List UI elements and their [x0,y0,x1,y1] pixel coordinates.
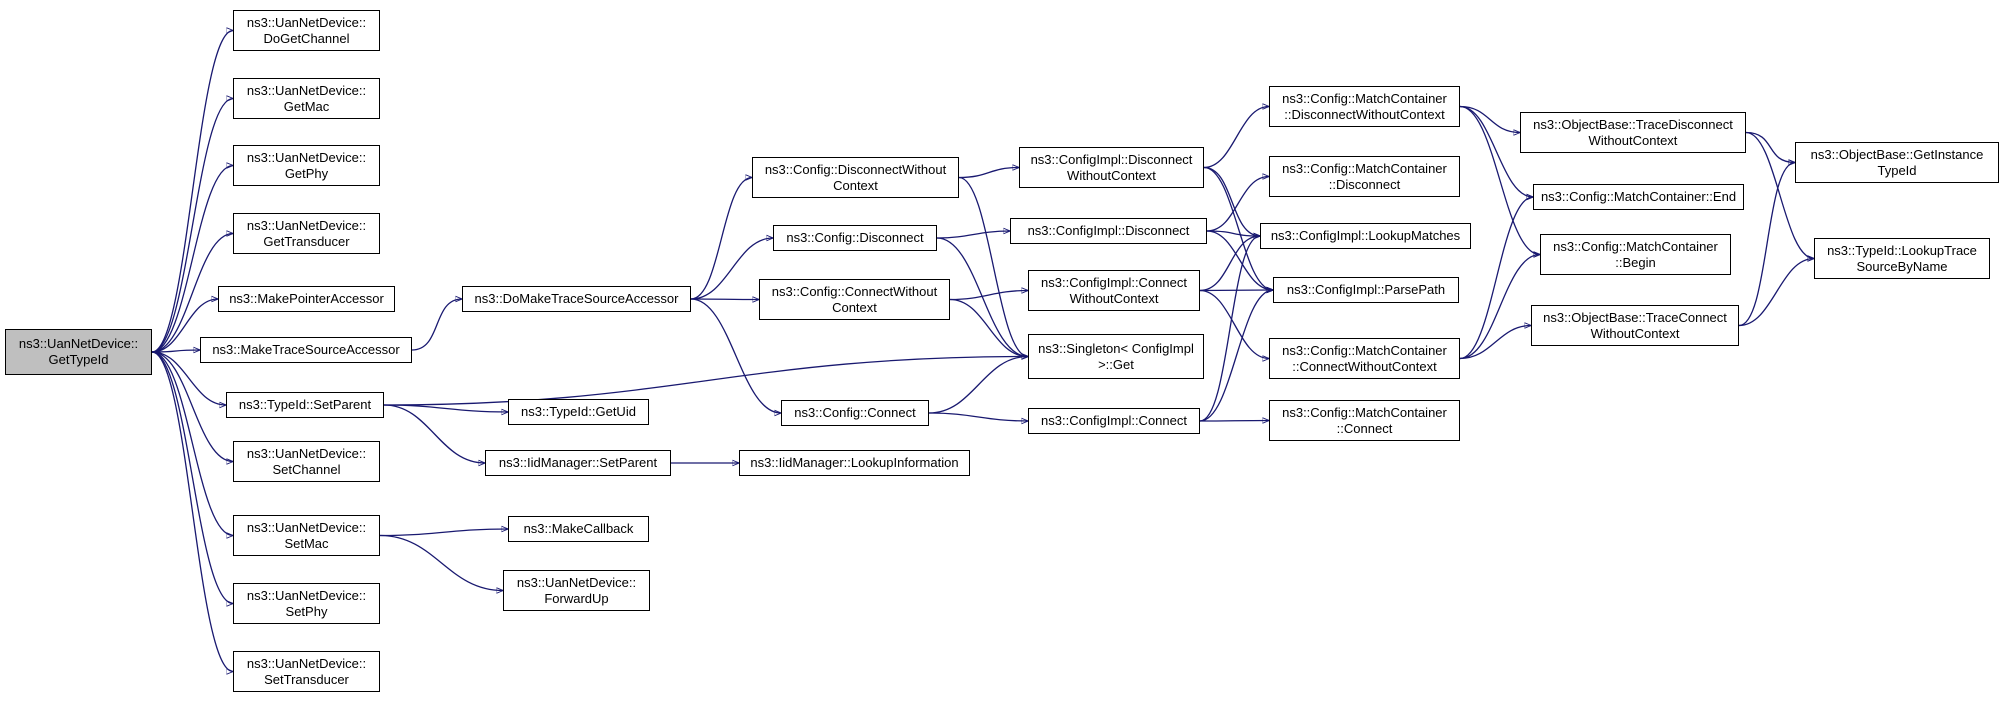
node-cfg-disconnect: ns3::Config::Disconnect [773,225,937,251]
edge-ob-tracedisconnectwc-to-lookuptrace [1745,131,1814,259]
node-lookupmatches: ns3::ConfigImpl::LookupMatches [1260,223,1471,249]
edge-cfg-disconnectwc-to-ci-disconnectwc [958,168,1019,179]
edge-mc-disconnectwc-to-mc-begin [1459,105,1540,255]
edge-mc-connectwc-to-mc-begin [1459,255,1540,360]
node-setchannel: ns3::UanNetDevice:: SetChannel [233,441,380,482]
node-root: ns3::UanNetDevice:: GetTypeId [5,329,152,375]
node-ob-traceconnectwc: ns3::ObjectBase::TraceConnect WithoutCon… [1531,305,1739,346]
node-mc-connectwc: ns3::Config::MatchContainer ::ConnectWit… [1269,338,1460,379]
node-cfg-disconnectwc: ns3::Config::DisconnectWithout Context [752,157,959,198]
edge-root-to-makepointer [151,299,218,353]
node-mc-disconnectwc: ns3::Config::MatchContainer ::Disconnect… [1269,86,1460,127]
edge-domaketrace-to-cfg-connectwc [690,299,759,300]
node-setmac: ns3::UanNetDevice:: SetMac [233,515,380,556]
node-getuid: ns3::TypeId::GetUid [508,399,649,425]
edge-root-to-maketracesrc [151,350,200,352]
edge-domaketrace-to-cfg-disconnectwc [690,178,752,300]
edge-ci-connect-to-lookupmatches [1199,236,1260,422]
edge-ci-connect-to-mc-connect [1199,421,1269,422]
node-forwardup: ns3::UanNetDevice:: ForwardUp [503,570,650,611]
edge-typeid-setparent-to-singleton [383,357,1028,406]
edge-cfg-connectwc-to-singleton [949,298,1028,357]
node-iid-setparent: ns3::IidManager::SetParent [485,450,671,476]
edge-domaketrace-to-cfg-disconnect [690,238,773,300]
edge-cfg-connect-to-ci-connect [928,412,1028,421]
node-ci-connect: ns3::ConfigImpl::Connect [1028,408,1200,434]
node-ob-getinstance: ns3::ObjectBase::GetInstance TypeId [1795,142,1999,183]
edge-cfg-disconnect-to-ci-disconnect [936,231,1010,239]
node-lookupinfo: ns3::IidManager::LookupInformation [739,450,970,476]
edge-mc-disconnectwc-to-mc-end [1459,105,1533,198]
node-getmac: ns3::UanNetDevice:: GetMac [233,78,380,119]
edge-root-to-settransducer [151,351,233,672]
edge-ci-disconnectwc-to-mc-disconnectwc [1203,107,1269,169]
edge-mc-connectwc-to-mc-end [1459,197,1533,360]
edge-root-to-dogetchannel [151,31,233,353]
edge-typeid-setparent-to-getuid [383,404,508,412]
edge-root-to-gettransducer [151,234,233,353]
node-ci-disconnect: ns3::ConfigImpl::Disconnect [1010,218,1207,244]
edge-root-to-typeid-setparent [151,351,226,405]
edge-mc-connectwc-to-ob-traceconnectwc [1459,326,1531,360]
node-setphy: ns3::UanNetDevice:: SetPhy [233,583,380,624]
edge-root-to-setmac [151,351,233,536]
node-makecallback: ns3::MakeCallback [508,516,649,542]
node-cfg-connect: ns3::Config::Connect [781,400,929,426]
node-mc-begin: ns3::Config::MatchContainer ::Begin [1540,234,1731,275]
node-parsepath: ns3::ConfigImpl::ParsePath [1273,277,1459,303]
edge-ci-disconnect-to-lookupmatches [1206,230,1260,236]
edge-root-to-getmac [151,99,233,353]
edge-root-to-setphy [151,351,233,604]
edge-ci-disconnect-to-mc-disconnect [1206,177,1269,232]
node-domaketrace: ns3::DoMakeTraceSourceAccessor [462,286,691,312]
node-mc-connect: ns3::Config::MatchContainer ::Connect [1269,400,1460,441]
edge-domaketrace-to-cfg-connect [690,298,781,413]
edge-ci-connectwc-to-lookupmatches [1199,236,1260,292]
node-ci-disconnectwc: ns3::ConfigImpl::Disconnect WithoutConte… [1019,147,1204,188]
edge-cfg-connect-to-singleton [928,357,1028,414]
node-makepointer: ns3::MakePointerAccessor [218,286,395,312]
node-ci-connectwc: ns3::ConfigImpl::Connect WithoutContext [1028,270,1200,311]
edge-mc-disconnectwc-to-ob-tracedisconnectwc [1459,105,1520,133]
node-getphy: ns3::UanNetDevice:: GetPhy [233,145,380,186]
edge-ob-traceconnectwc-to-lookuptrace [1738,259,1814,327]
node-cfg-connectwc: ns3::Config::ConnectWithout Context [759,279,950,320]
edge-ci-connect-to-parsepath [1199,290,1273,422]
node-lookuptrace: ns3::TypeId::LookupTrace SourceByName [1814,238,1990,279]
edge-ci-connectwc-to-mc-connectwc [1199,289,1269,359]
edge-cfg-disconnect-to-singleton [936,237,1028,357]
edge-setmac-to-forwardup [379,534,503,591]
node-gettransducer: ns3::UanNetDevice:: GetTransducer [233,213,380,254]
node-singleton: ns3::Singleton< ConfigImpl >::Get [1028,334,1204,379]
node-typeid-setparent: ns3::TypeId::SetParent [226,392,384,418]
edge-root-to-setchannel [151,351,233,462]
node-dogetchannel: ns3::UanNetDevice:: DoGetChannel [233,10,380,51]
edge-ci-disconnect-to-parsepath [1206,230,1273,290]
node-ob-tracedisconnectwc: ns3::ObjectBase::TraceDisconnect Without… [1520,112,1746,153]
edge-cfg-connectwc-to-ci-connectwc [949,291,1028,301]
edge-ci-disconnectwc-to-parsepath [1203,166,1273,291]
edge-ob-tracedisconnectwc-to-ob-getinstance [1745,131,1795,163]
edge-typeid-setparent-to-iid-setparent [383,404,485,463]
edge-cfg-disconnectwc-to-singleton [958,176,1028,357]
node-mc-disconnect: ns3::Config::MatchContainer ::Disconnect [1269,156,1460,197]
edge-ob-traceconnectwc-to-ob-getinstance [1738,163,1795,327]
node-maketracesrc: ns3::MakeTraceSourceAccessor [200,337,412,363]
node-mc-end: ns3::Config::MatchContainer::End [1533,184,1744,210]
edge-ci-disconnectwc-to-lookupmatches [1203,166,1260,237]
edge-setmac-to-makecallback [379,529,508,537]
edge-root-to-getphy [151,166,233,353]
edge-maketracesrc-to-domaketrace [411,299,462,351]
node-settransducer: ns3::UanNetDevice:: SetTransducer [233,651,380,692]
